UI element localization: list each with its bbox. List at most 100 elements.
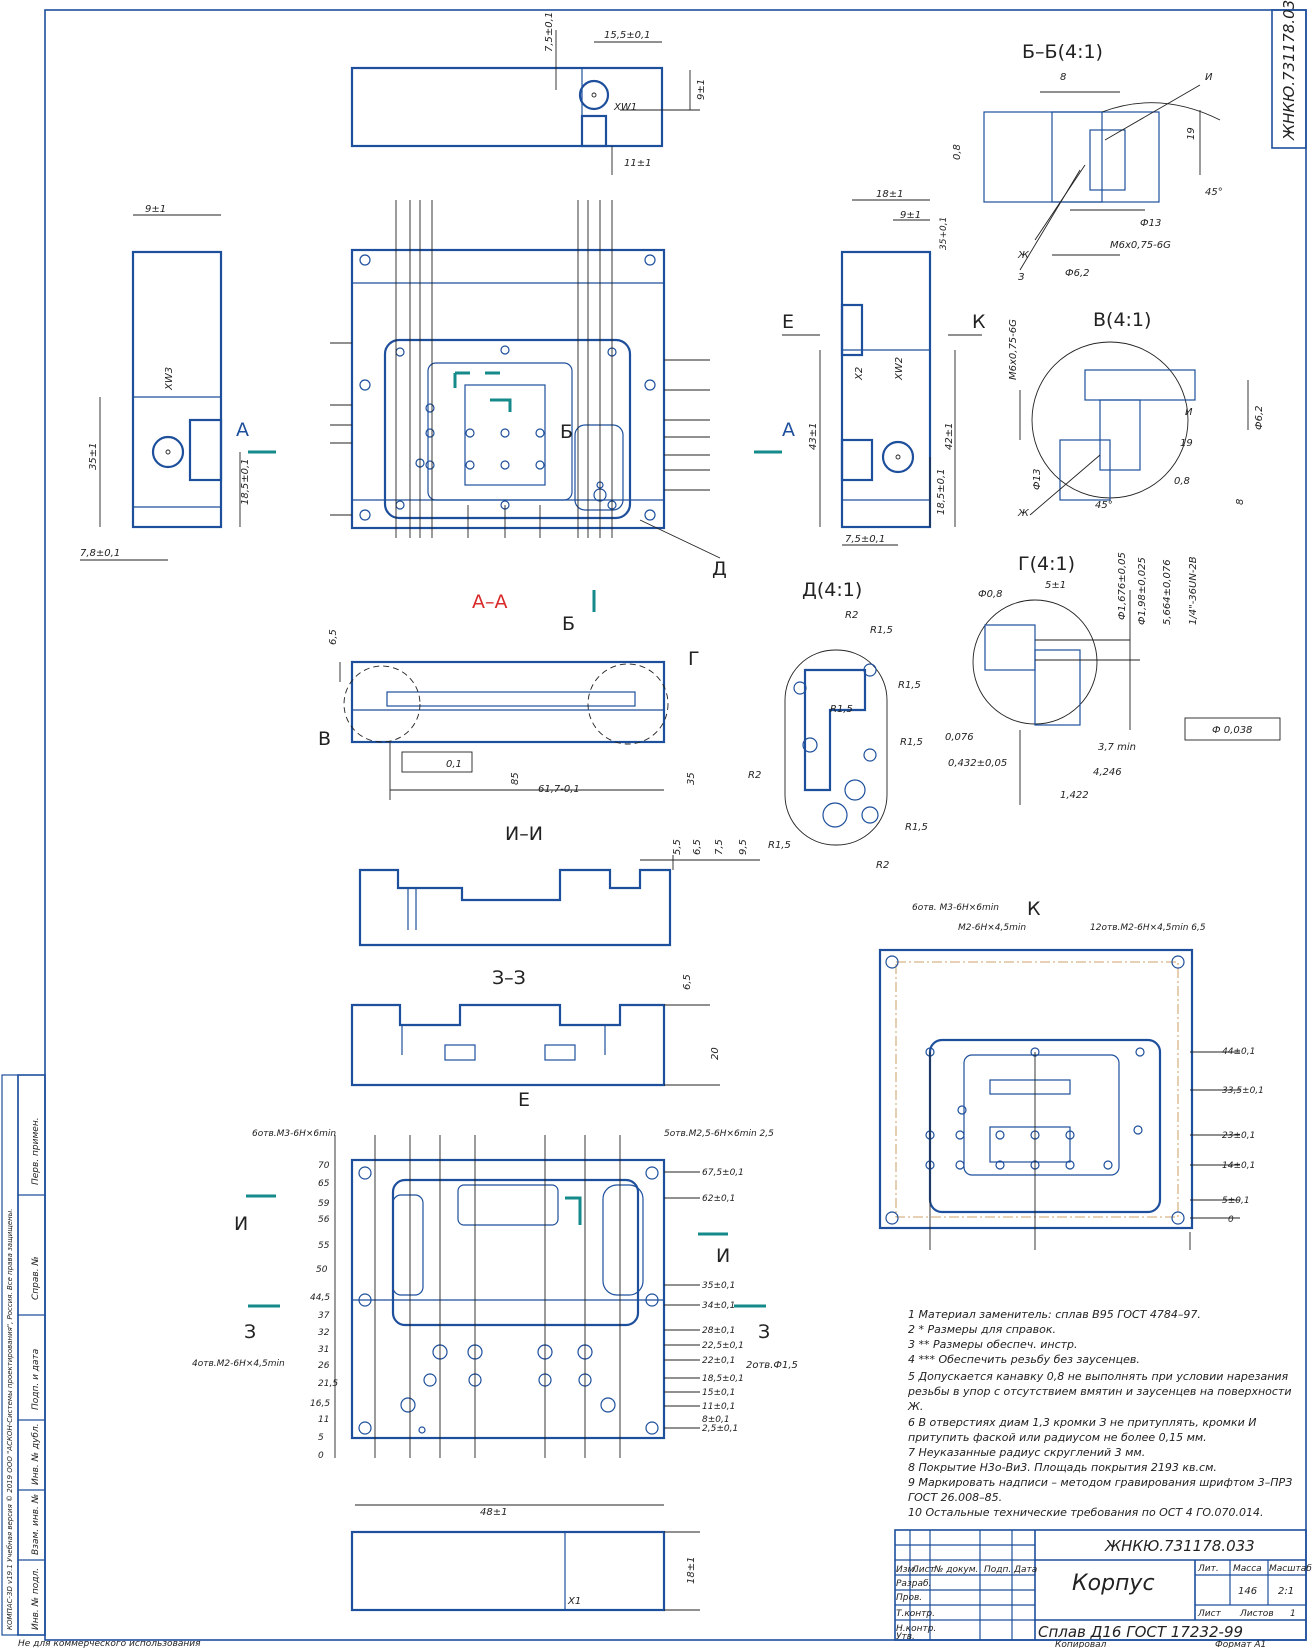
dim-d-6: R2 [748,770,761,781]
dim-g-10: 4,246 [1093,767,1122,778]
detail-g: Г(4:1) Ф0,8 5±1 Ф1,676±0,05 Ф1,98±0,025 … [945,552,1281,805]
mark-b-bottom: Б [562,613,575,635]
dim-aa-2: 0,1 [446,759,462,770]
ve-left-1: 70 [318,1161,330,1171]
tb-header-scale: Масштаб [1269,1564,1312,1574]
dim-g-9: 3,7 min [1098,742,1136,753]
ve-left-11: 26 [318,1361,330,1371]
dim-d-2: R1,5 [870,625,893,636]
dim-right-7: 18,5±0,1 [936,468,947,515]
section-zz: З–З 6,5 20 Е [350,967,721,1111]
vk-right-5: 5±0,1 [1222,1196,1250,1206]
mark-i-v: И [1185,407,1193,418]
dim-v-4: Ф13 [1032,469,1043,490]
vk-callout-2: М2-6Н×4,5min [958,923,1026,933]
mark-i-left: И [234,1213,248,1235]
dim-top-1: 7,5±0,1 [544,12,555,52]
dim-g-11: 1,422 [1060,790,1089,801]
ve-right-5: 28±0,1 [702,1326,735,1336]
dim-bb-2: 19 [1186,127,1197,140]
view-e: 70 65 59 56 55 50 44,5 37 32 31 26 21,5 … [192,1129,798,1506]
ve-left-8: 37 [318,1311,330,1321]
note-6: резьбы в упор с отсутствием вмятин и зау… [907,1385,1292,1398]
mark-d: Д [712,558,727,580]
side-code: ЖНКЮ.731178.033 [1280,0,1298,141]
dim-aa-4: 85 [510,772,521,785]
title-block: ЖНКЮ.731178.033 Корпус Сплав Д16 ГОСТ 17… [894,1529,1312,1648]
footer-left: Не для коммерческого использования [18,1639,201,1648]
copied-label: Копировал [1055,1640,1107,1648]
dim-right-6: 42±1 [944,423,955,450]
dim-top-5: 11±1 [624,158,651,169]
dim-v-7: 45° [1095,500,1113,511]
dim-left-5: 7,8±0,1 [80,548,120,559]
side-cell-5: Взам. инв. № [31,1494,41,1555]
stamp-role-1: Разраб. [896,1579,931,1589]
dim-d-3: R1,5 [898,680,921,691]
detail-v: В(4:1) М6х0,75-6G Ф6,2 19 Ф13 0,8 8 45° … [1008,309,1265,519]
dim-bb-7: Ф6,2 [1065,268,1090,279]
note-4: 4 *** Обеспечить резьбу без заусенцев. [908,1353,1140,1366]
note-12: 9 Маркировать надписи – методом гравиров… [908,1476,1292,1489]
ve-right-8: 18,5±0,1 [702,1374,744,1384]
dim-ii-2: 6,5 [692,839,703,855]
note-7: Ж. [907,1400,923,1413]
note-1: 1 Материал заменитель: сплав В95 ГОСТ 47… [908,1308,1201,1321]
binding-strip: Перв. примен. Справ. № Подп. и дата Инв.… [1,1074,46,1636]
side-cell-2: Справ. № [31,1256,41,1300]
dim-v-1: М6х0,75-6G [1008,319,1019,380]
callout-m3: 6отв.М3-6Н×6min [252,1129,336,1139]
dim-left-3: 35±1 [88,443,99,470]
dim-top-4: ХW1 [613,102,637,113]
dim-aa-3: 35 [686,772,697,785]
dim-d-7: R1,5 [768,840,791,851]
mark-3-bb: З [1018,272,1025,283]
dim-bb-5: Ф13 [1140,218,1161,229]
view-k: К 44±0,1 33,5±0,1 23±0,1 14±0,1 5±0,1 [878,898,1264,1250]
mark-zh-bb: Ж [1017,250,1030,261]
tb-sheets-count: 1 [1290,1609,1296,1619]
dim-ii-4: 9,5 [738,839,749,855]
dim-bb-4: 45° [1205,187,1223,198]
detail-v-title: В(4:1) [1093,309,1151,331]
title-code: ЖНКЮ.731178.033 [1104,1537,1255,1555]
right-view: 18±1 9±1 35+0,1 ХW2 43±1 42±1 18,5±0,1 7… [782,189,986,546]
note-5: 5 Допускается канавку 0,8 не выполнять п… [908,1370,1289,1383]
tb-header-lit: Лит. [1197,1564,1219,1574]
stamp-col-3: № докум. [933,1565,978,1575]
stamp-col-5: Дата [1013,1565,1037,1575]
title-material: Сплав Д16 ГОСТ 17232-99 [1038,1623,1243,1641]
ve-right-11: 8±0,1 [702,1415,730,1425]
ve-left-7: 44,5 [310,1293,330,1303]
tb-sheet: Лист [1197,1609,1222,1619]
dim-left-2: ХW3 [164,367,175,391]
dim-g-1: Ф0,8 [978,589,1003,600]
detail-d: Д(4:1) R2 R1,5 R1,5 R1,5 R1,5 R2 R1,5 R1… [748,579,928,871]
dim-zz-2: 20 [710,1047,721,1060]
mark-e-side: Е [782,311,794,333]
stamp-role-3: Т.контр. [896,1609,935,1619]
dim-g-12: Ф 0,038 [1212,725,1252,736]
title-name: Корпус [1072,1571,1155,1596]
ve-right-10: 11±0,1 [702,1402,735,1412]
dim-right-1: 18±1 [876,189,903,200]
dim-g-6: 1/4"-36UN-2B [1188,556,1199,625]
mark-a-right: А [782,419,795,441]
section-ii: И–И 5,5 6,5 7,5 9,5 [358,823,760,947]
mark-b-top: Б [560,421,573,443]
stamp-col-2: Лист [911,1565,936,1575]
section-zz-title: З–З [492,967,526,989]
dim-left-4: 18,5±0,1 [240,458,251,505]
dim-v-5: 0,8 [1174,476,1190,487]
vk-right-3: 23±0,1 [1222,1131,1255,1141]
dim-g-7: 0,076 [945,732,974,743]
detail-d-title: Д(4:1) [802,579,862,601]
top-view: 7,5±0,1 15,5±0,1 9±1 ХW1 11±1 [350,12,707,175]
mark-i-bb: И [1205,72,1213,83]
note-10: 7 Неуказанные радиус скруглений 3 мм. [908,1446,1145,1459]
dim-g-8: 0,432±0,05 [948,758,1007,769]
dim-d-9: R2 [876,860,889,871]
vk-right-1: 44±0,1 [1222,1047,1255,1057]
dim-d-8: R1,5 [905,822,928,833]
